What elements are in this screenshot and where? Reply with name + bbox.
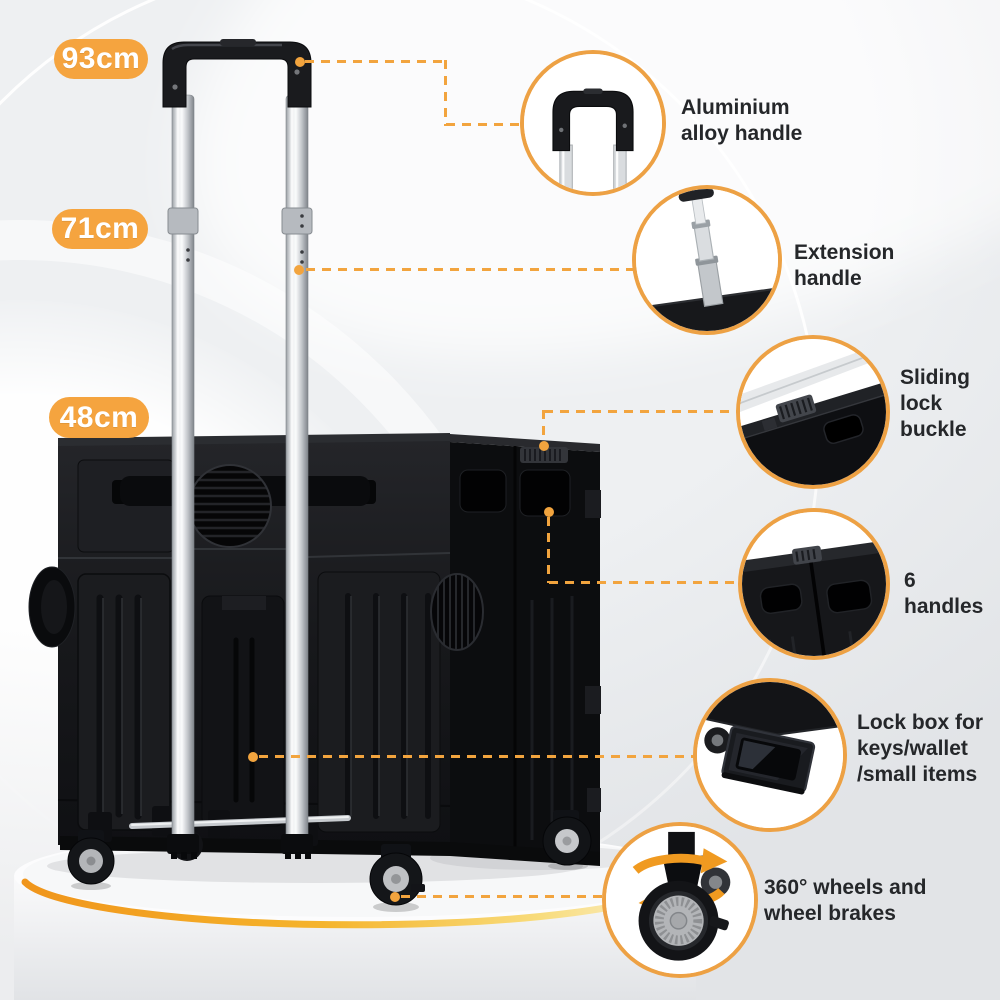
handle-grip [162, 39, 312, 108]
callout-connector [306, 268, 633, 271]
callout-circle-sliding-lock-buckle [736, 335, 890, 489]
sliding-lock-buckle-photo [740, 339, 886, 485]
handle-cutout [459, 469, 507, 513]
callout-anchor-dot [294, 265, 304, 275]
wheel-photo [606, 826, 754, 974]
callout-connector [542, 410, 545, 444]
callout-connector [444, 60, 447, 126]
display-podium [14, 829, 696, 1000]
callout-connector [544, 410, 738, 413]
callout-label-six-handles: 6 handles [904, 569, 984, 618]
callout-connector [305, 60, 447, 63]
callout-anchor-dot [544, 507, 554, 517]
pole-clamp [120, 476, 370, 506]
measurement-badge-71cm: 71cm [52, 209, 148, 249]
podium-accent-stripe [21, 878, 690, 929]
telescopic-poles [167, 94, 313, 859]
aluminium-handle-photo [524, 54, 662, 192]
lock-box-photo [697, 682, 843, 828]
callout-connector [446, 123, 520, 126]
callout-anchor-dot [390, 892, 400, 902]
callout-circle-extension-handle [632, 185, 782, 335]
folding-crate [28, 433, 601, 912]
six-handles-photo [742, 512, 886, 656]
callout-anchor-dot [248, 752, 258, 762]
callout-connector [549, 581, 738, 584]
callout-label-aluminium-alloy-handle: Aluminium alloy handle [681, 96, 803, 145]
callout-circle-six-handles [738, 508, 890, 660]
callout-label-sliding-lock-buckle: Sliding lock buckle [900, 366, 970, 441]
measurement-badge-48cm: 48cm [49, 397, 149, 438]
callout-label-wheels: 360° wheels and wheel brakes [764, 876, 927, 925]
measurement-badge-93cm: 93cm [54, 39, 148, 79]
callout-label-lock-box: Lock box for keys/wallet /small items [857, 711, 984, 786]
callout-circle-aluminium-alloy-handle [520, 50, 666, 196]
ribbed-cap [188, 464, 272, 548]
background-ring-outer [0, 220, 540, 1000]
caster-wheel [67, 810, 592, 906]
callout-anchor-dot [295, 57, 305, 67]
side-knob-right [430, 573, 484, 651]
callout-label-extension-handle: Extension handle [794, 241, 895, 290]
callout-connector [401, 895, 603, 898]
callout-connector [259, 755, 695, 758]
callout-circle-wheels [602, 822, 758, 978]
extension-handle-photo [636, 189, 778, 331]
side-knob-left [28, 566, 76, 648]
callout-circle-lock-box [693, 678, 847, 832]
callout-connector [547, 517, 550, 583]
callout-anchor-dot [539, 441, 549, 451]
